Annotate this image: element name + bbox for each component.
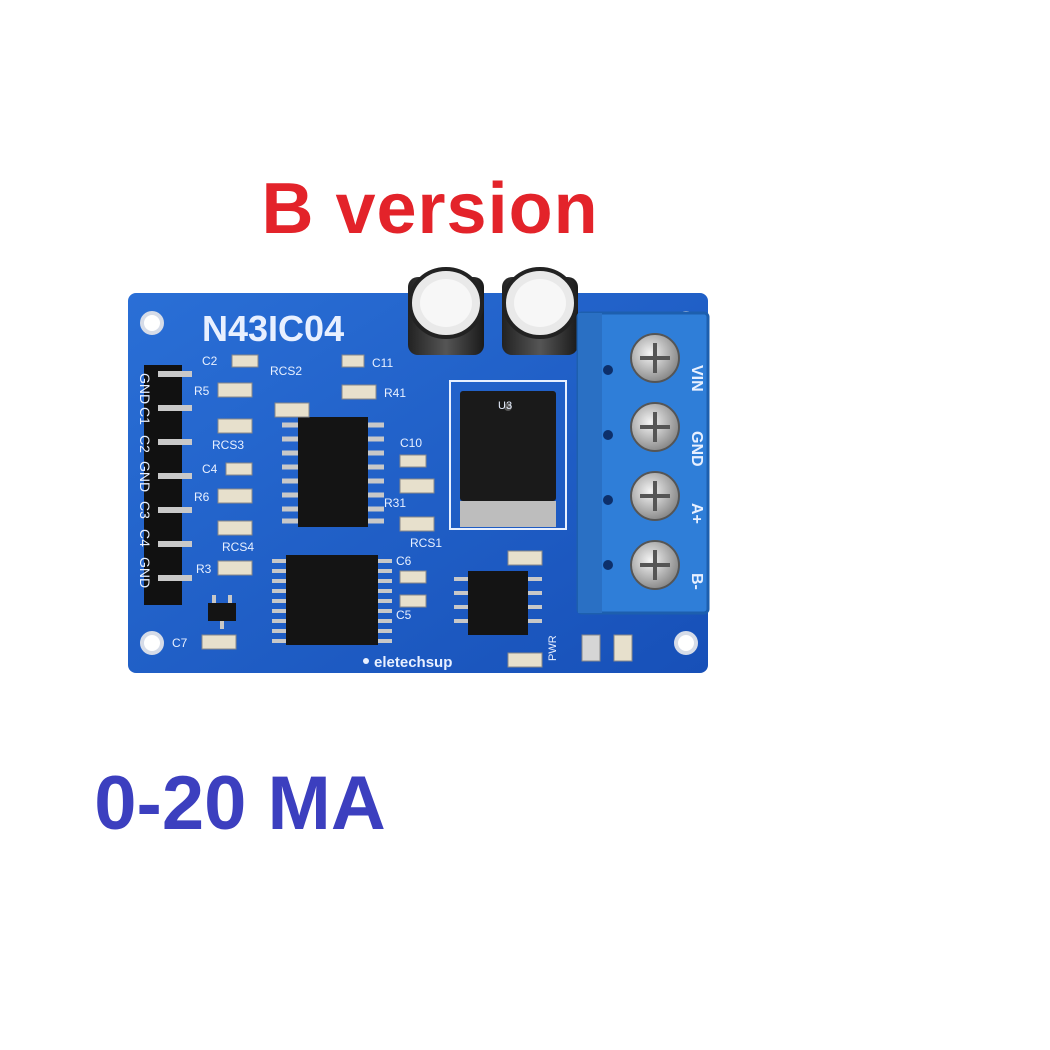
component-labels: C2 R5 RCS2 C11 R41 RCS3 C4 R6 C10 R31 RC…	[172, 354, 559, 661]
brand-label: eletechsup	[374, 654, 452, 671]
capacitor-right	[502, 267, 578, 355]
terminal-labels: VIN GND A+ B-	[688, 365, 705, 590]
label-r41: R41	[384, 386, 406, 400]
label-r31: R31	[384, 496, 406, 510]
label-c10: C10	[400, 436, 422, 450]
pcb-board: N43IC04 GND C1 C2 GND C3 C4 GND	[128, 267, 710, 673]
pin-label-c2: C2	[137, 435, 153, 453]
screw-3	[630, 471, 680, 521]
pin-label-gnd: GND	[137, 373, 153, 404]
label-u3: U3	[498, 400, 512, 412]
screw-1	[630, 333, 680, 383]
header-pins	[158, 371, 192, 581]
ic-chip-2	[272, 555, 392, 645]
label-r6: R6	[194, 490, 210, 504]
terminal-label-a: A+	[688, 503, 705, 524]
label-c6: C6	[396, 554, 412, 568]
version-caption: B version	[261, 169, 599, 249]
ic-chip-1	[282, 417, 384, 527]
label-rcs4: RCS4	[222, 540, 254, 554]
terminal-label-b: B-	[688, 573, 705, 590]
label-c11: C11	[372, 356, 393, 370]
mount-hole	[140, 311, 164, 335]
regulator-u3: U3	[449, 380, 567, 530]
board-model-label: N43IC04	[202, 308, 344, 349]
label-c2: C2	[202, 354, 218, 368]
label-r5: R5	[194, 384, 210, 398]
smd-components	[201, 354, 633, 668]
terminal-label-gnd: GND	[688, 431, 705, 467]
label-rcs3: RCS3	[212, 438, 244, 452]
pin-label-c3: C3	[137, 501, 153, 519]
transistor	[208, 595, 236, 629]
product-photo: N43IC04 GND C1 C2 GND C3 C4 GND	[110, 255, 730, 695]
pin-label-c4: C4	[137, 529, 153, 547]
mount-hole	[140, 631, 164, 655]
terminal-block	[576, 311, 710, 615]
screw-4	[630, 540, 680, 590]
label-c4: C4	[202, 462, 218, 476]
pin-label-gnd: GND	[137, 557, 153, 588]
terminal-label-vin: VIN	[688, 365, 705, 392]
label-pwr: PWR	[547, 635, 559, 661]
pin-label-c1: C1	[137, 407, 153, 425]
left-pin-labels: GND C1 C2 GND C3 C4 GND	[137, 373, 153, 588]
label-rcs2: RCS2	[270, 364, 302, 378]
label-c5: C5	[396, 608, 412, 622]
label-c7: C7	[172, 636, 188, 650]
current-range-caption: 0-20 MA	[94, 761, 386, 846]
mount-hole	[674, 631, 698, 655]
label-rcs1: RCS1	[410, 536, 442, 550]
ic-chip-3	[454, 571, 542, 635]
screw-2	[630, 402, 680, 452]
pin-label-gnd: GND	[137, 461, 153, 492]
capacitor-left	[408, 267, 484, 355]
label-r3: R3	[196, 562, 212, 576]
